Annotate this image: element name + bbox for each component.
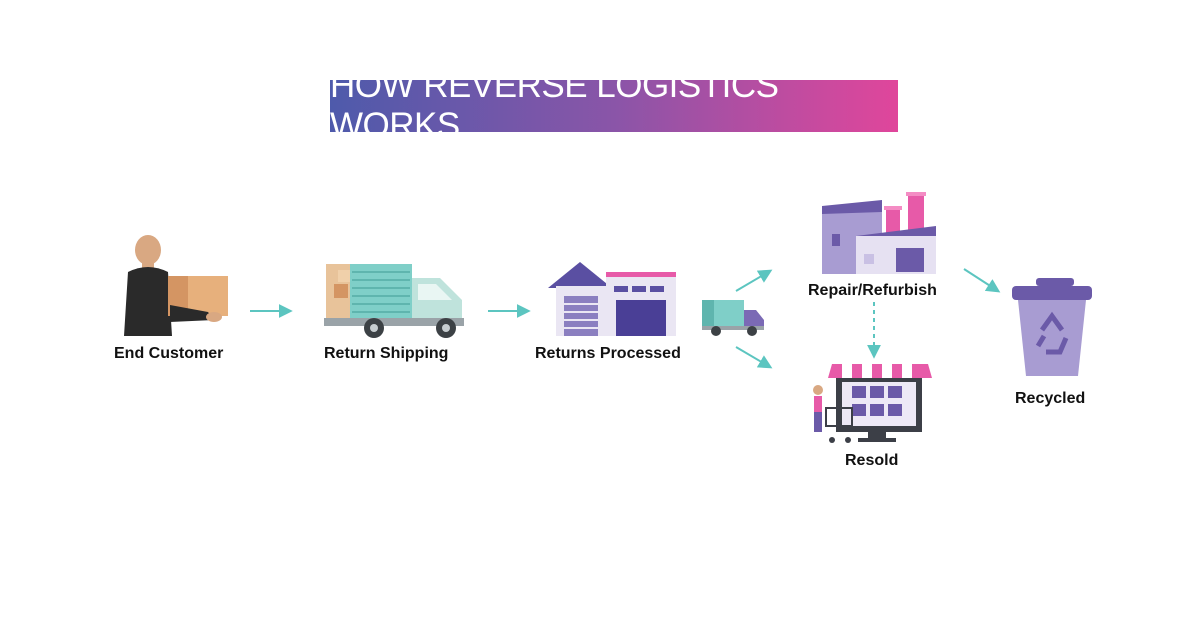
storefront-icon (813, 364, 932, 443)
warehouse-icon (548, 262, 676, 336)
shipping-truck-icon (324, 264, 464, 338)
arrow-to-repair (735, 269, 773, 292)
small-truck-icon (702, 300, 764, 336)
recycle-bin-icon (1012, 278, 1092, 376)
label-end-customer: End Customer (114, 345, 224, 362)
customer-icon (124, 235, 228, 336)
flow-arrows (250, 268, 1001, 369)
label-repair-refurbish: Repair/Refurbish (808, 282, 937, 299)
page-title: HOW REVERSE LOGISTICS WORKS (330, 66, 779, 145)
label-resold: Resold (845, 452, 899, 469)
label-returns-processed: Returns Processed (535, 345, 681, 362)
label-recycled: Recycled (1015, 390, 1086, 407)
title-banner: HOW REVERSE LOGISTICS WORKS (330, 66, 898, 145)
label-return-shipping: Return Shipping (324, 345, 449, 362)
factory-icon (822, 192, 936, 274)
arrow-to-recycled (963, 268, 1001, 293)
arrow-to-resold (735, 346, 773, 369)
